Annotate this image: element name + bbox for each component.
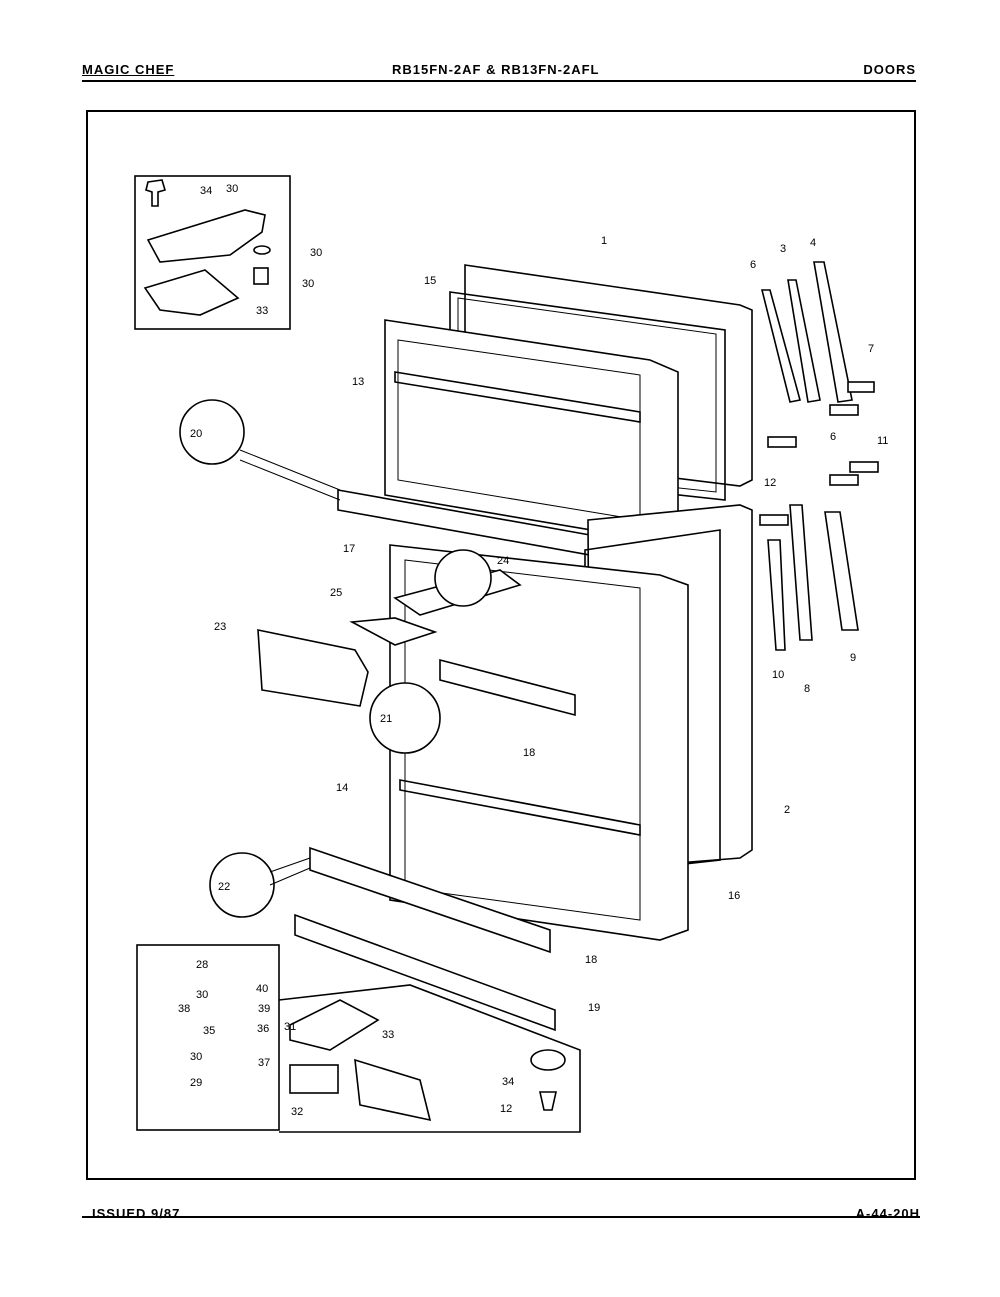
hinge-33: [354, 1058, 432, 1122]
label-22b: 21: [380, 713, 392, 725]
label-29a: 30: [302, 278, 314, 290]
callout-labels: 34 30 30 30 33 1 15 6 3 4 7 13 6 11 12 2…: [178, 183, 888, 1118]
label-38: 38: [178, 1003, 190, 1015]
label-12a: 12: [764, 477, 776, 489]
fresh-food-door-liner: [389, 544, 689, 941]
label-39: 39: [258, 1003, 270, 1015]
label-22a: 20: [190, 428, 202, 440]
handle-8: [789, 504, 813, 641]
hinge-bracket-inset: [278, 984, 581, 1133]
label-35: 34: [502, 1076, 514, 1088]
label-32: 32: [291, 1106, 303, 1118]
handle-9: [824, 511, 859, 631]
hinge-plate-31: [289, 999, 380, 1051]
handle-10: [767, 539, 786, 651]
label-25: 25: [330, 587, 342, 599]
label-13: 12: [500, 1103, 512, 1115]
latch-25: [349, 617, 438, 646]
label-20: 19: [588, 1002, 600, 1014]
clip-12-top: [767, 436, 797, 448]
header-rule: [82, 80, 916, 82]
issued-date: ISSUED 9/87: [92, 1206, 181, 1221]
label-34: 35: [203, 1025, 215, 1037]
label-4: 4: [810, 237, 816, 249]
label-24: 24: [497, 555, 509, 567]
freezer-shelf-rail: [394, 371, 641, 423]
detail-24: [434, 549, 492, 607]
upper-hinge-inset: [134, 175, 291, 330]
page-code: A-44-20H: [855, 1206, 920, 1221]
label-3: 3: [780, 243, 786, 255]
label-31: 31: [284, 1021, 296, 1033]
label-40: 40: [256, 983, 268, 995]
label-1: 1: [601, 235, 607, 247]
clip-12-bottom: [759, 514, 789, 526]
label-16: 15: [424, 275, 436, 287]
label-29c: 29: [190, 1077, 202, 1089]
label-10: 10: [772, 669, 784, 681]
detail-22-c: [209, 852, 275, 918]
lower-hinge-inset: [136, 944, 280, 1131]
handle-4: [813, 261, 853, 403]
shelf-bar-19: [309, 846, 551, 954]
leader-22-a: [239, 449, 341, 501]
label-11: 11: [877, 435, 888, 447]
footer-rule: [82, 1216, 920, 1218]
label-37: 37: [258, 1057, 270, 1069]
label-26: 30: [226, 183, 238, 195]
label-6: 6: [830, 431, 836, 443]
label-18: 17: [343, 543, 355, 555]
label-8: 8: [804, 683, 810, 695]
bushing-29: [253, 267, 269, 285]
dairy-door-23: [257, 629, 369, 707]
brand-label: MAGIC CHEF: [82, 62, 175, 77]
label-28: 34: [200, 185, 212, 197]
label-9: 9: [850, 652, 856, 664]
shelf-21: [439, 658, 576, 717]
label-14: 13: [352, 376, 364, 388]
cap-11b: [829, 474, 859, 486]
label-19: 18: [585, 954, 597, 966]
shim-32: [289, 1064, 339, 1094]
label-17: 16: [728, 890, 740, 902]
label-21: 18: [523, 747, 535, 759]
label-15: 14: [336, 782, 348, 794]
label-27: 33: [256, 305, 268, 317]
label-29b: 28: [196, 959, 208, 971]
hinge-shim: [143, 269, 240, 316]
handle-3: [787, 279, 821, 403]
label-2: 2: [784, 804, 790, 816]
detail-22-b: [369, 682, 441, 754]
label-30c: 30: [190, 1051, 202, 1063]
label-36: 36: [257, 1023, 269, 1035]
screw-13: [539, 1091, 557, 1111]
cap-7: [847, 381, 875, 393]
upper-hinge-plate: [146, 209, 266, 263]
lower-shelf-rail: [399, 779, 641, 836]
cap-6: [829, 404, 859, 416]
label-22c: 22: [218, 881, 230, 893]
label-30a: 30: [310, 247, 322, 259]
model-number: RB15FN-2AF & RB13FN-2AFL: [392, 62, 600, 77]
label-5: 6: [750, 259, 756, 271]
washer-30: [253, 245, 271, 255]
plug-35: [530, 1049, 566, 1071]
leader-22-c: [269, 857, 311, 886]
label-23: 23: [214, 621, 226, 633]
shelf-bar-20: [294, 913, 556, 1032]
handle-5: [760, 289, 801, 403]
diagram-frame: [86, 110, 916, 1180]
label-30b: 30: [196, 989, 208, 1001]
label-33: 33: [382, 1029, 394, 1041]
screw-28: [145, 179, 166, 207]
label-7: 7: [868, 343, 874, 355]
detail-22-a: [179, 399, 245, 465]
cap-11: [849, 461, 879, 473]
section-title: DOORS: [863, 62, 916, 77]
